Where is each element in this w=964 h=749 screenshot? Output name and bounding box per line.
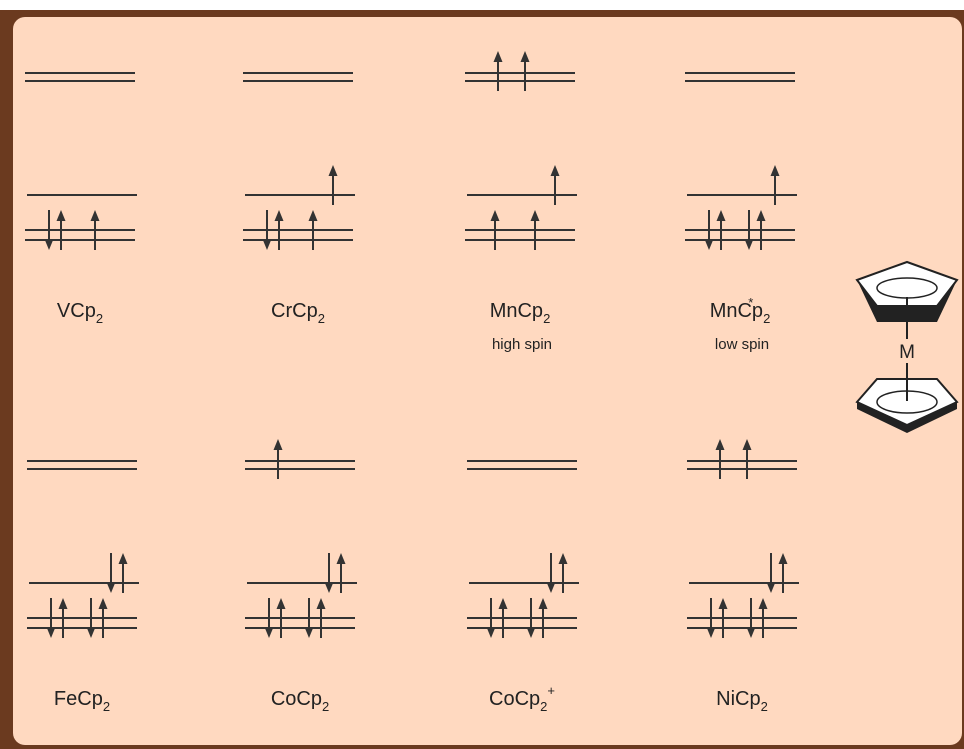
complex-label: MnCp2* [710, 295, 771, 326]
lower-e2-down-head [304, 627, 314, 638]
lower-e1-down-head [706, 627, 716, 638]
complex-6: CoCp2 [245, 439, 357, 714]
lower-e2-up-head [316, 598, 326, 609]
lower-e1-down-head [704, 239, 714, 250]
lower-e1-up-head [718, 598, 728, 609]
lower-e1-up-head [56, 210, 66, 221]
cp-ring-top-edge [857, 280, 957, 322]
complex-1: VCp2 [25, 72, 137, 326]
lower-e1-up-head [498, 598, 508, 609]
upper-e-up-head [770, 165, 780, 176]
complex-4: MnCp2* low spin [685, 72, 797, 353]
upper-e-up-head [118, 553, 128, 564]
top-e2-up-head [742, 439, 752, 450]
lower-e1-up-head [276, 598, 286, 609]
upper-e-up-head [558, 553, 568, 564]
complex-label: CoCp2+ [489, 683, 555, 714]
complex-7: CoCp2+ [467, 460, 579, 714]
lower-e1-down-head [46, 627, 56, 638]
upper-e-up-head [778, 553, 788, 564]
lower-e2-up-head [530, 210, 540, 221]
top-e1-up-head [715, 439, 725, 450]
lower-e1-down-head [44, 239, 54, 250]
lower-e2-up-head [98, 598, 108, 609]
lower-e2-up-head [756, 210, 766, 221]
complex-3: MnCp2 high spin [465, 51, 577, 353]
complex-label: VCp2 [57, 300, 103, 326]
lower-e2-up-head [538, 598, 548, 609]
top-e1-up-head [273, 439, 283, 450]
lower-e1-up-head [58, 598, 68, 609]
lower-e2-down-head [746, 627, 756, 638]
lower-e2-up-head [308, 210, 318, 221]
lower-e2-up-head [90, 210, 100, 221]
mo-diagram: VCp2 CrCp2 MnCp2 high spin MnCp2* low spinFeC… [25, 51, 959, 714]
complex-label: FeCp2 [54, 688, 110, 714]
lower-e1-up-head [490, 210, 500, 221]
lower-e1-up-head [716, 210, 726, 221]
complex-label: CoCp2 [271, 688, 329, 714]
complex-label: CrCp2 [271, 300, 325, 326]
lower-e2-down-head [86, 627, 96, 638]
upper-e-down-head [324, 582, 334, 593]
lower-e1-down-head [486, 627, 496, 638]
lower-e1-down-head [262, 239, 272, 250]
cp-ring-bottom-edge [857, 402, 957, 433]
lower-e2-down-head [526, 627, 536, 638]
complex-8: NiCp2 [687, 439, 799, 714]
upper-e-down-head [546, 582, 556, 593]
upper-e-down-head [106, 582, 116, 593]
complex-label: MnCp2 [490, 300, 551, 326]
upper-e-up-head [336, 553, 346, 564]
spin-note: high spin [492, 336, 552, 353]
upper-e-up-head [550, 165, 560, 176]
upper-e-down-head [766, 582, 776, 593]
lower-e2-down-head [744, 239, 754, 250]
lower-e1-up-head [274, 210, 284, 221]
spin-note: low spin [715, 336, 769, 353]
metallocene-icon: M [855, 260, 959, 433]
top-e1-up-head [493, 51, 503, 62]
complex-label: NiCp2 [716, 688, 768, 714]
top-e2-up-head [520, 51, 530, 62]
lower-e2-up-head [758, 598, 768, 609]
lower-e1-down-head [264, 627, 274, 638]
complex-2: CrCp2 [243, 72, 355, 326]
metal-label: M [899, 342, 915, 363]
upper-e-up-head [328, 165, 338, 176]
complex-5: FeCp2 [27, 460, 139, 714]
